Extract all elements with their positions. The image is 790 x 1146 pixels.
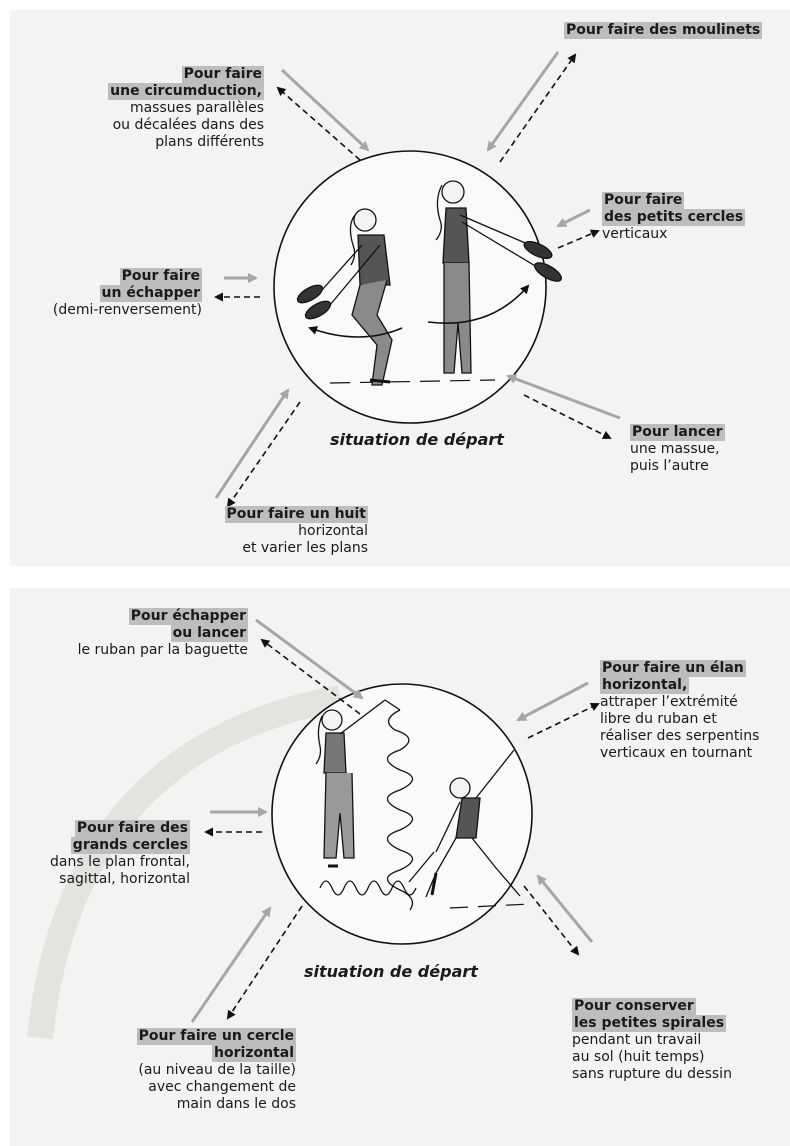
- elan-head-2: horizontal,: [600, 677, 690, 694]
- grands-cercles-head-1: Pour faire des: [74, 820, 190, 837]
- gymnast-figure-standing: [435, 180, 562, 374]
- floor-line: [329, 379, 496, 384]
- grands-cercles-body-2: sagittal, horizontal: [59, 871, 190, 887]
- ribbon-floor-spirals: [319, 880, 417, 896]
- echapper-body-1: (demi-renversement): [52, 302, 202, 318]
- grands-cercles-head-2: grands cercles: [70, 837, 190, 854]
- label-lancer: Pour lancer une massue, puis l’autre: [630, 424, 725, 475]
- swing-arc-left: [308, 326, 403, 338]
- panel-ribbon: Pour échapper ou lancer le ruban par la …: [10, 588, 790, 1146]
- spirales-head-1: Pour conserver: [572, 998, 696, 1015]
- label-spirales: Pour conserver les petites spirales pend…: [572, 998, 782, 1083]
- panel-clubs: Pour faire des moulinets Pour faire une …: [10, 10, 790, 566]
- elan-body-1: attraper l’extrémité: [600, 694, 738, 710]
- spirales-body-2: au sol (huit temps): [572, 1049, 705, 1065]
- cercle-horizontal-body-3: main dans le dos: [176, 1096, 296, 1112]
- gymnast-figure-crouch: [296, 208, 393, 386]
- echapper-head-2: un échapper: [99, 285, 202, 302]
- circumduction-head-2: une circumduction,: [108, 83, 264, 100]
- lancer-head-1: Pour lancer: [630, 424, 725, 441]
- label-cercle-horizontal: Pour faire un cercle horizontal (au nive…: [96, 1028, 296, 1113]
- spirales-body-1: pendant un travail: [572, 1032, 702, 1048]
- swing-arc-right: [427, 284, 530, 324]
- caption-situation-depart-2: situation de départ: [304, 962, 478, 981]
- petits-cercles-head-1: Pour faire: [602, 192, 685, 209]
- gymnast-figure-leap: [408, 749, 521, 898]
- cercle-horizontal-head-1: Pour faire un cercle: [136, 1028, 296, 1045]
- label-echapper: Pour faire un échapper (demi-renversemen…: [12, 268, 202, 319]
- circumduction-body-3: plans différents: [155, 134, 264, 150]
- background-swoosh: [27, 685, 343, 1040]
- petits-cercles-head-2: des petits cercles: [602, 209, 746, 226]
- circumduction-body-1: massues parallèles: [129, 100, 264, 116]
- elan-body-4: verticaux en tournant: [600, 745, 753, 761]
- spirales-body-3: sans rupture du dessin: [572, 1066, 732, 1082]
- floor-line: [449, 903, 531, 909]
- elan-head-1: Pour faire un élan: [600, 660, 746, 677]
- petits-cercles-body-1: verticaux: [602, 226, 668, 242]
- lancer-body-1: une massue,: [630, 441, 720, 457]
- huit-head-1: Pour faire un huit: [224, 506, 368, 523]
- circumduction-body-2: ou décalées dans des: [112, 117, 264, 133]
- cercle-horizontal-body-1: (au niveau de la taille): [138, 1062, 296, 1078]
- ribbon-spiral: [386, 709, 414, 911]
- center-circle: [273, 150, 547, 424]
- huit-body-2: et varier les plans: [242, 540, 368, 556]
- center-circle: [271, 683, 533, 945]
- label-petits-cercles: Pour faire des petits cercles verticaux: [602, 192, 772, 243]
- label-moulinets-head: Pour faire des moulinets: [564, 22, 763, 39]
- elan-body-3: réaliser des serpentins: [600, 728, 760, 744]
- label-elan: Pour faire un élan horizontal, attraper …: [600, 660, 790, 762]
- echapper-head-1: Pour faire: [119, 268, 202, 285]
- lancer-body-2: puis l’autre: [630, 458, 709, 474]
- huit-body-1: horizontal: [298, 523, 368, 539]
- arrows-panel1: [214, 51, 621, 508]
- echapper-lancer-head-2: ou lancer: [170, 625, 248, 642]
- echapper-lancer-body-1: le ruban par la baguette: [77, 642, 248, 658]
- label-huit: Pour faire un huit horizontal et varier …: [178, 506, 368, 557]
- circumduction-head-1: Pour faire: [181, 66, 264, 83]
- label-echapper-lancer: Pour échapper ou lancer le ruban par la …: [22, 608, 248, 659]
- label-moulinets: Pour faire des moulinets: [564, 22, 763, 39]
- caption-situation-depart-1: situation de départ: [330, 430, 504, 449]
- cercle-horizontal-head-2: horizontal: [212, 1045, 296, 1062]
- echapper-lancer-head-1: Pour échapper: [128, 608, 248, 625]
- label-grands-cercles: Pour faire des grands cercles dans le pl…: [10, 820, 190, 888]
- spirales-head-2: les petites spirales: [572, 1015, 727, 1032]
- label-circumduction: Pour faire une circumduction, massues pa…: [68, 66, 264, 151]
- gymnast-figure-ribbon-spiral: [315, 699, 401, 868]
- elan-body-2: libre du ruban et: [600, 711, 717, 727]
- clubs-diagram-svg: [214, 51, 621, 508]
- cercle-horizontal-body-2: avec changement de: [148, 1079, 296, 1095]
- grands-cercles-body-1: dans le plan frontal,: [50, 854, 190, 870]
- arrows-panel2: [190, 618, 600, 1023]
- ribbon-diagram-svg: [27, 618, 600, 1040]
